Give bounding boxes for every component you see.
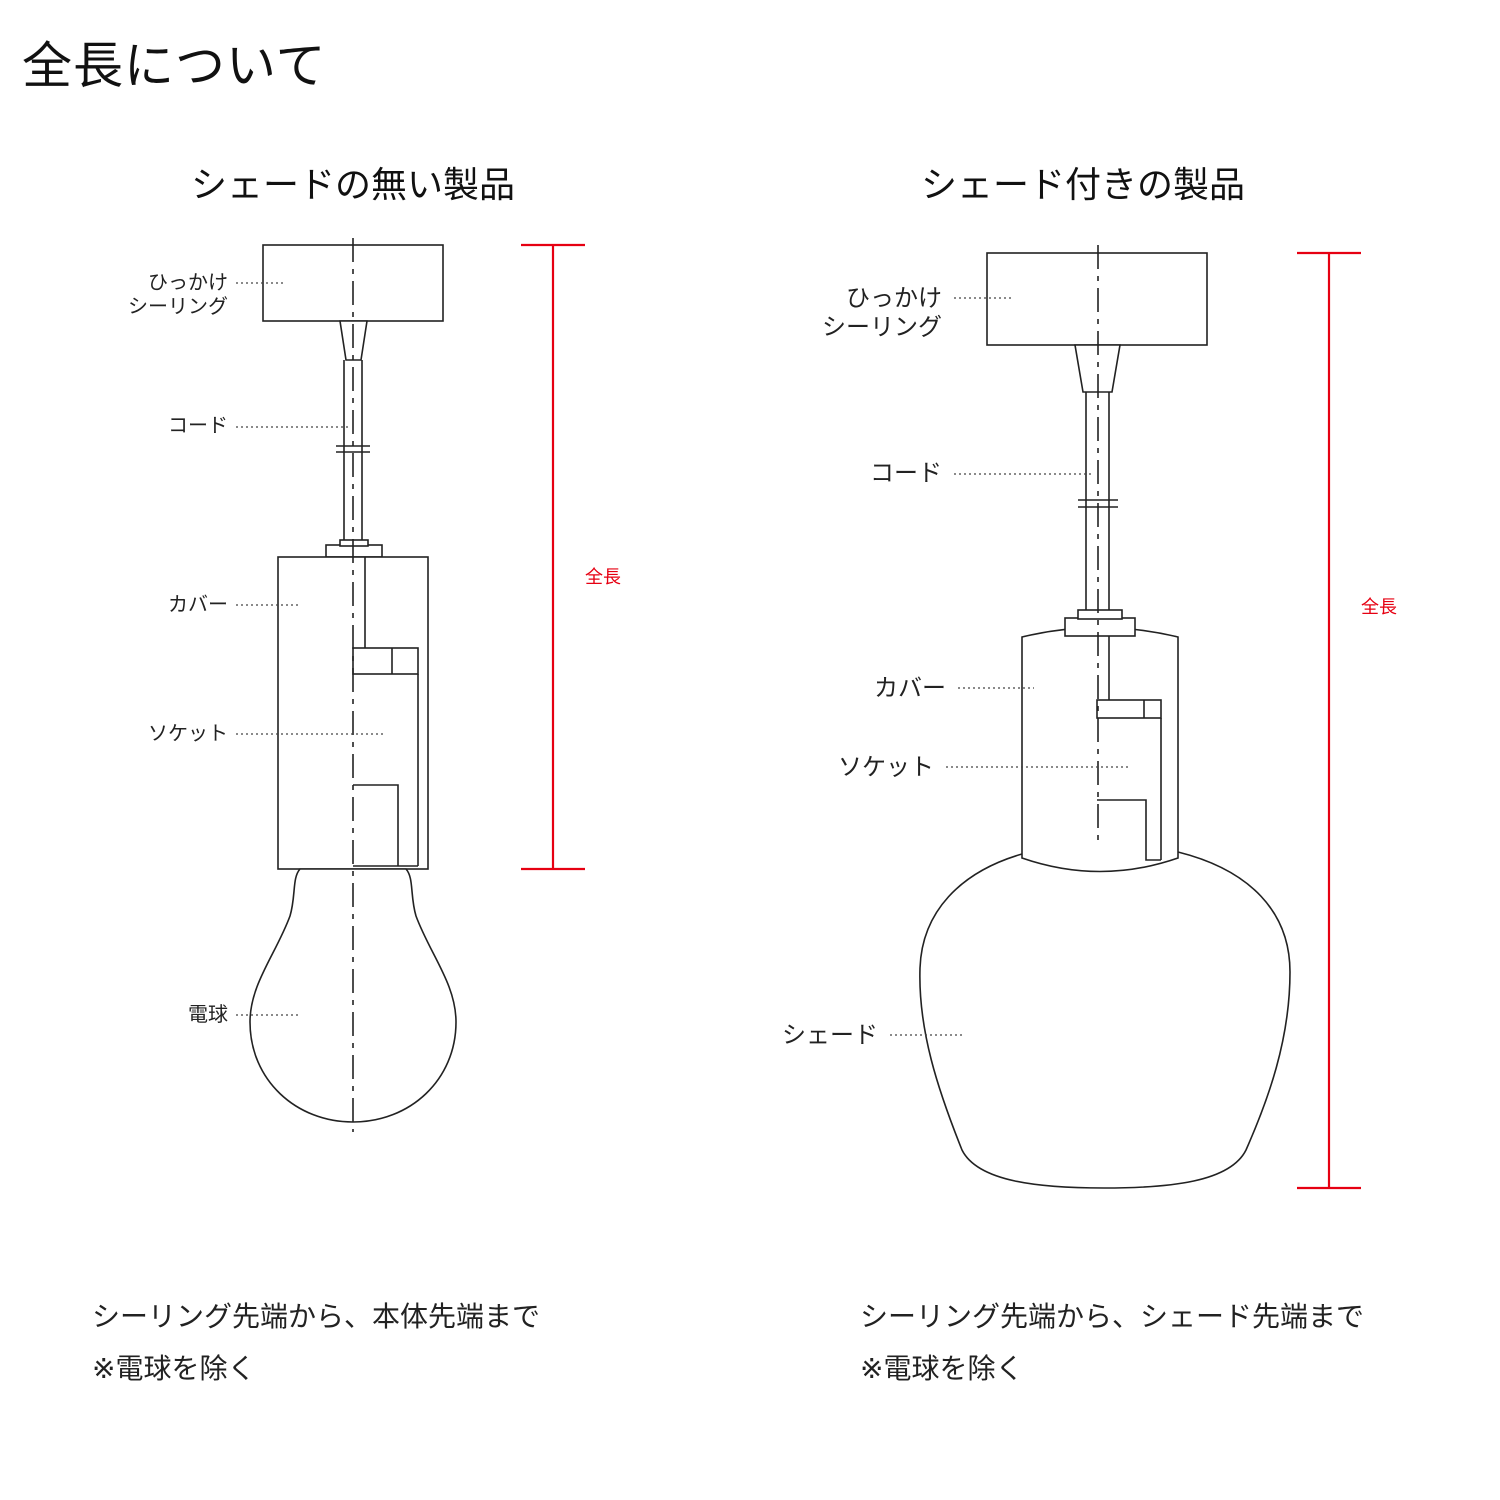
right-label-shade: シェード <box>782 1021 878 1049</box>
right-label-socket: ソケット <box>838 753 934 781</box>
left-note-1: シーリング先端から、本体先端まで <box>92 1300 540 1333</box>
left-length-dimension <box>521 243 585 871</box>
left-product: シェードの無い製品 ひっかけ シーリング <box>92 165 621 1385</box>
right-heading: シェード付きの製品 <box>921 165 1245 206</box>
right-cover <box>1021 626 1179 873</box>
right-dimension-label: 全長 <box>1361 597 1397 618</box>
right-cord <box>1078 392 1118 612</box>
right-socket <box>1096 636 1162 861</box>
right-strain-relief <box>1074 344 1121 393</box>
right-label-cover: カバー <box>874 674 946 702</box>
right-length-dimension <box>1297 251 1361 1190</box>
left-label-bulb: 電球 <box>188 1002 228 1026</box>
right-ceiling-rose <box>986 252 1208 346</box>
right-note-2: ※電球を除く <box>860 1352 1023 1385</box>
left-label-socket: ソケット <box>148 721 228 745</box>
right-label-ceiling-1: ひっかけ <box>846 284 942 312</box>
right-product: シェード付きの製品 ひっかけ シーリング コード <box>782 165 1397 1385</box>
left-note-2: ※電球を除く <box>92 1352 255 1385</box>
left-label-cover: カバー <box>168 592 228 616</box>
right-label-ceiling-2: シーリング <box>822 313 942 341</box>
right-note-1: シーリング先端から、シェード先端まで <box>860 1300 1364 1333</box>
left-dimension-label: 全長 <box>585 567 621 588</box>
right-label-cord: コード <box>870 459 942 487</box>
left-label-cord: コード <box>168 413 228 437</box>
left-socket <box>352 557 419 867</box>
left-label-ceiling-1: ひっかけ <box>148 270 228 294</box>
right-shade <box>919 851 1291 1189</box>
page-title: 全長について <box>22 37 327 95</box>
right-cover-cap <box>1064 617 1136 637</box>
left-label-ceiling-2: シーリング <box>128 294 228 318</box>
left-heading: シェードの無い製品 <box>191 165 515 206</box>
